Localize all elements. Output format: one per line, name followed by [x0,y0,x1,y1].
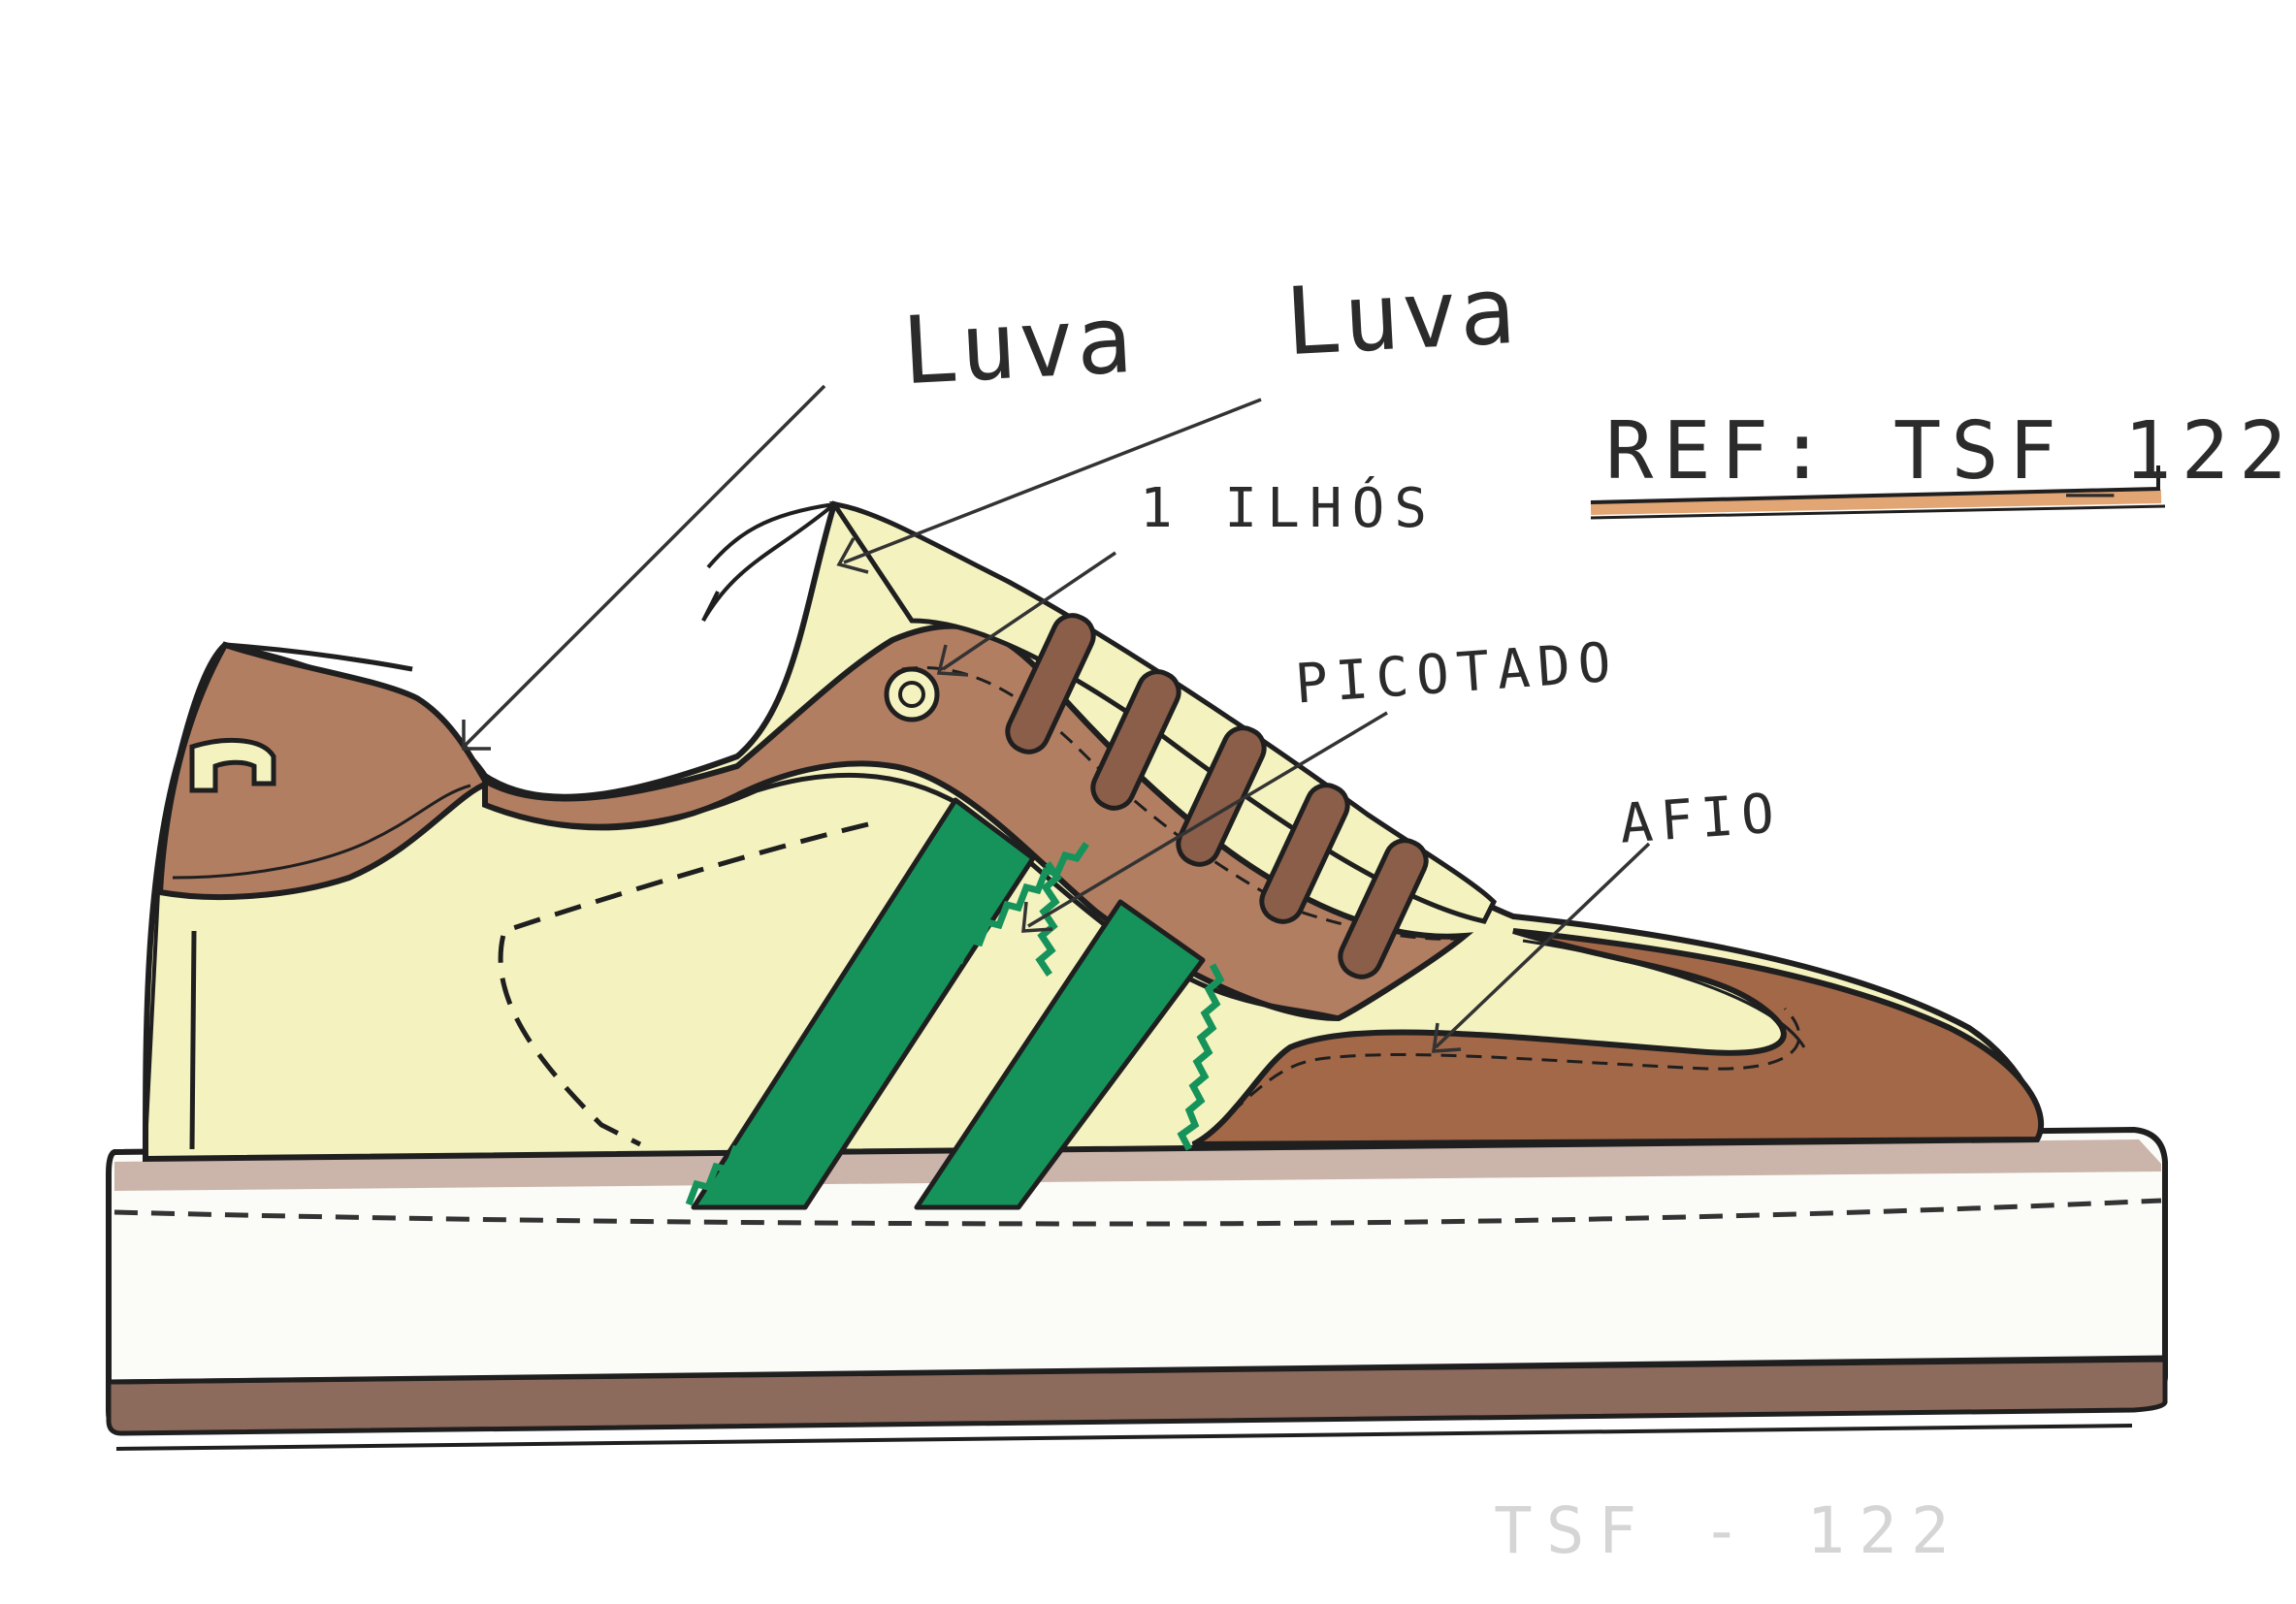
eyestay-panel [482,623,1474,1022]
label-ilhos: 1 ILHÓS [1140,477,1438,540]
reference-watermark: TSF - 122 [1494,1493,1963,1568]
stripe-pinking-edge [685,842,1089,1206]
reference-code: REF: TSF_122 [1605,405,2296,497]
eyestay-brown [482,623,1474,1022]
annotation-arrow-icon [1027,711,1388,928]
label-luva-heel: Luva [899,284,1137,406]
sole-stitch-line [113,1198,2162,1227]
annotation-arrow-icon [1434,842,1651,1049]
stripe-pinking-edge [1177,963,1225,1151]
toe-cap [1191,928,2044,1147]
heel-logo-icon [189,737,276,793]
annotation-arrows [462,384,1651,1053]
annotation-arrow-icon [462,384,826,749]
lace [1090,669,1181,811]
stripe-green [691,797,1036,1210]
lace [1176,725,1267,867]
stripe-green [914,899,1206,1210]
laces [1005,613,1429,979]
sole-top-band [114,1139,2161,1191]
lace [1338,838,1429,979]
annotation-arrow-icon [843,398,1262,564]
side-stripes [685,797,1225,1210]
label-afio: AFIO [1617,782,1784,856]
eyelet-icon [884,666,940,722]
sole [106,1126,2168,1451]
lace [1005,613,1096,754]
stripe-pinking-edge [1035,861,1062,977]
annotation-arrow-icon [942,551,1116,671]
lace [1259,783,1350,924]
heel-counter [156,641,492,900]
heel-counter-panel [156,641,492,900]
quarter-dashed-seam [498,821,869,1147]
ref-underline [1590,465,2166,520]
label-luva-collar: Luva [1282,255,1520,377]
